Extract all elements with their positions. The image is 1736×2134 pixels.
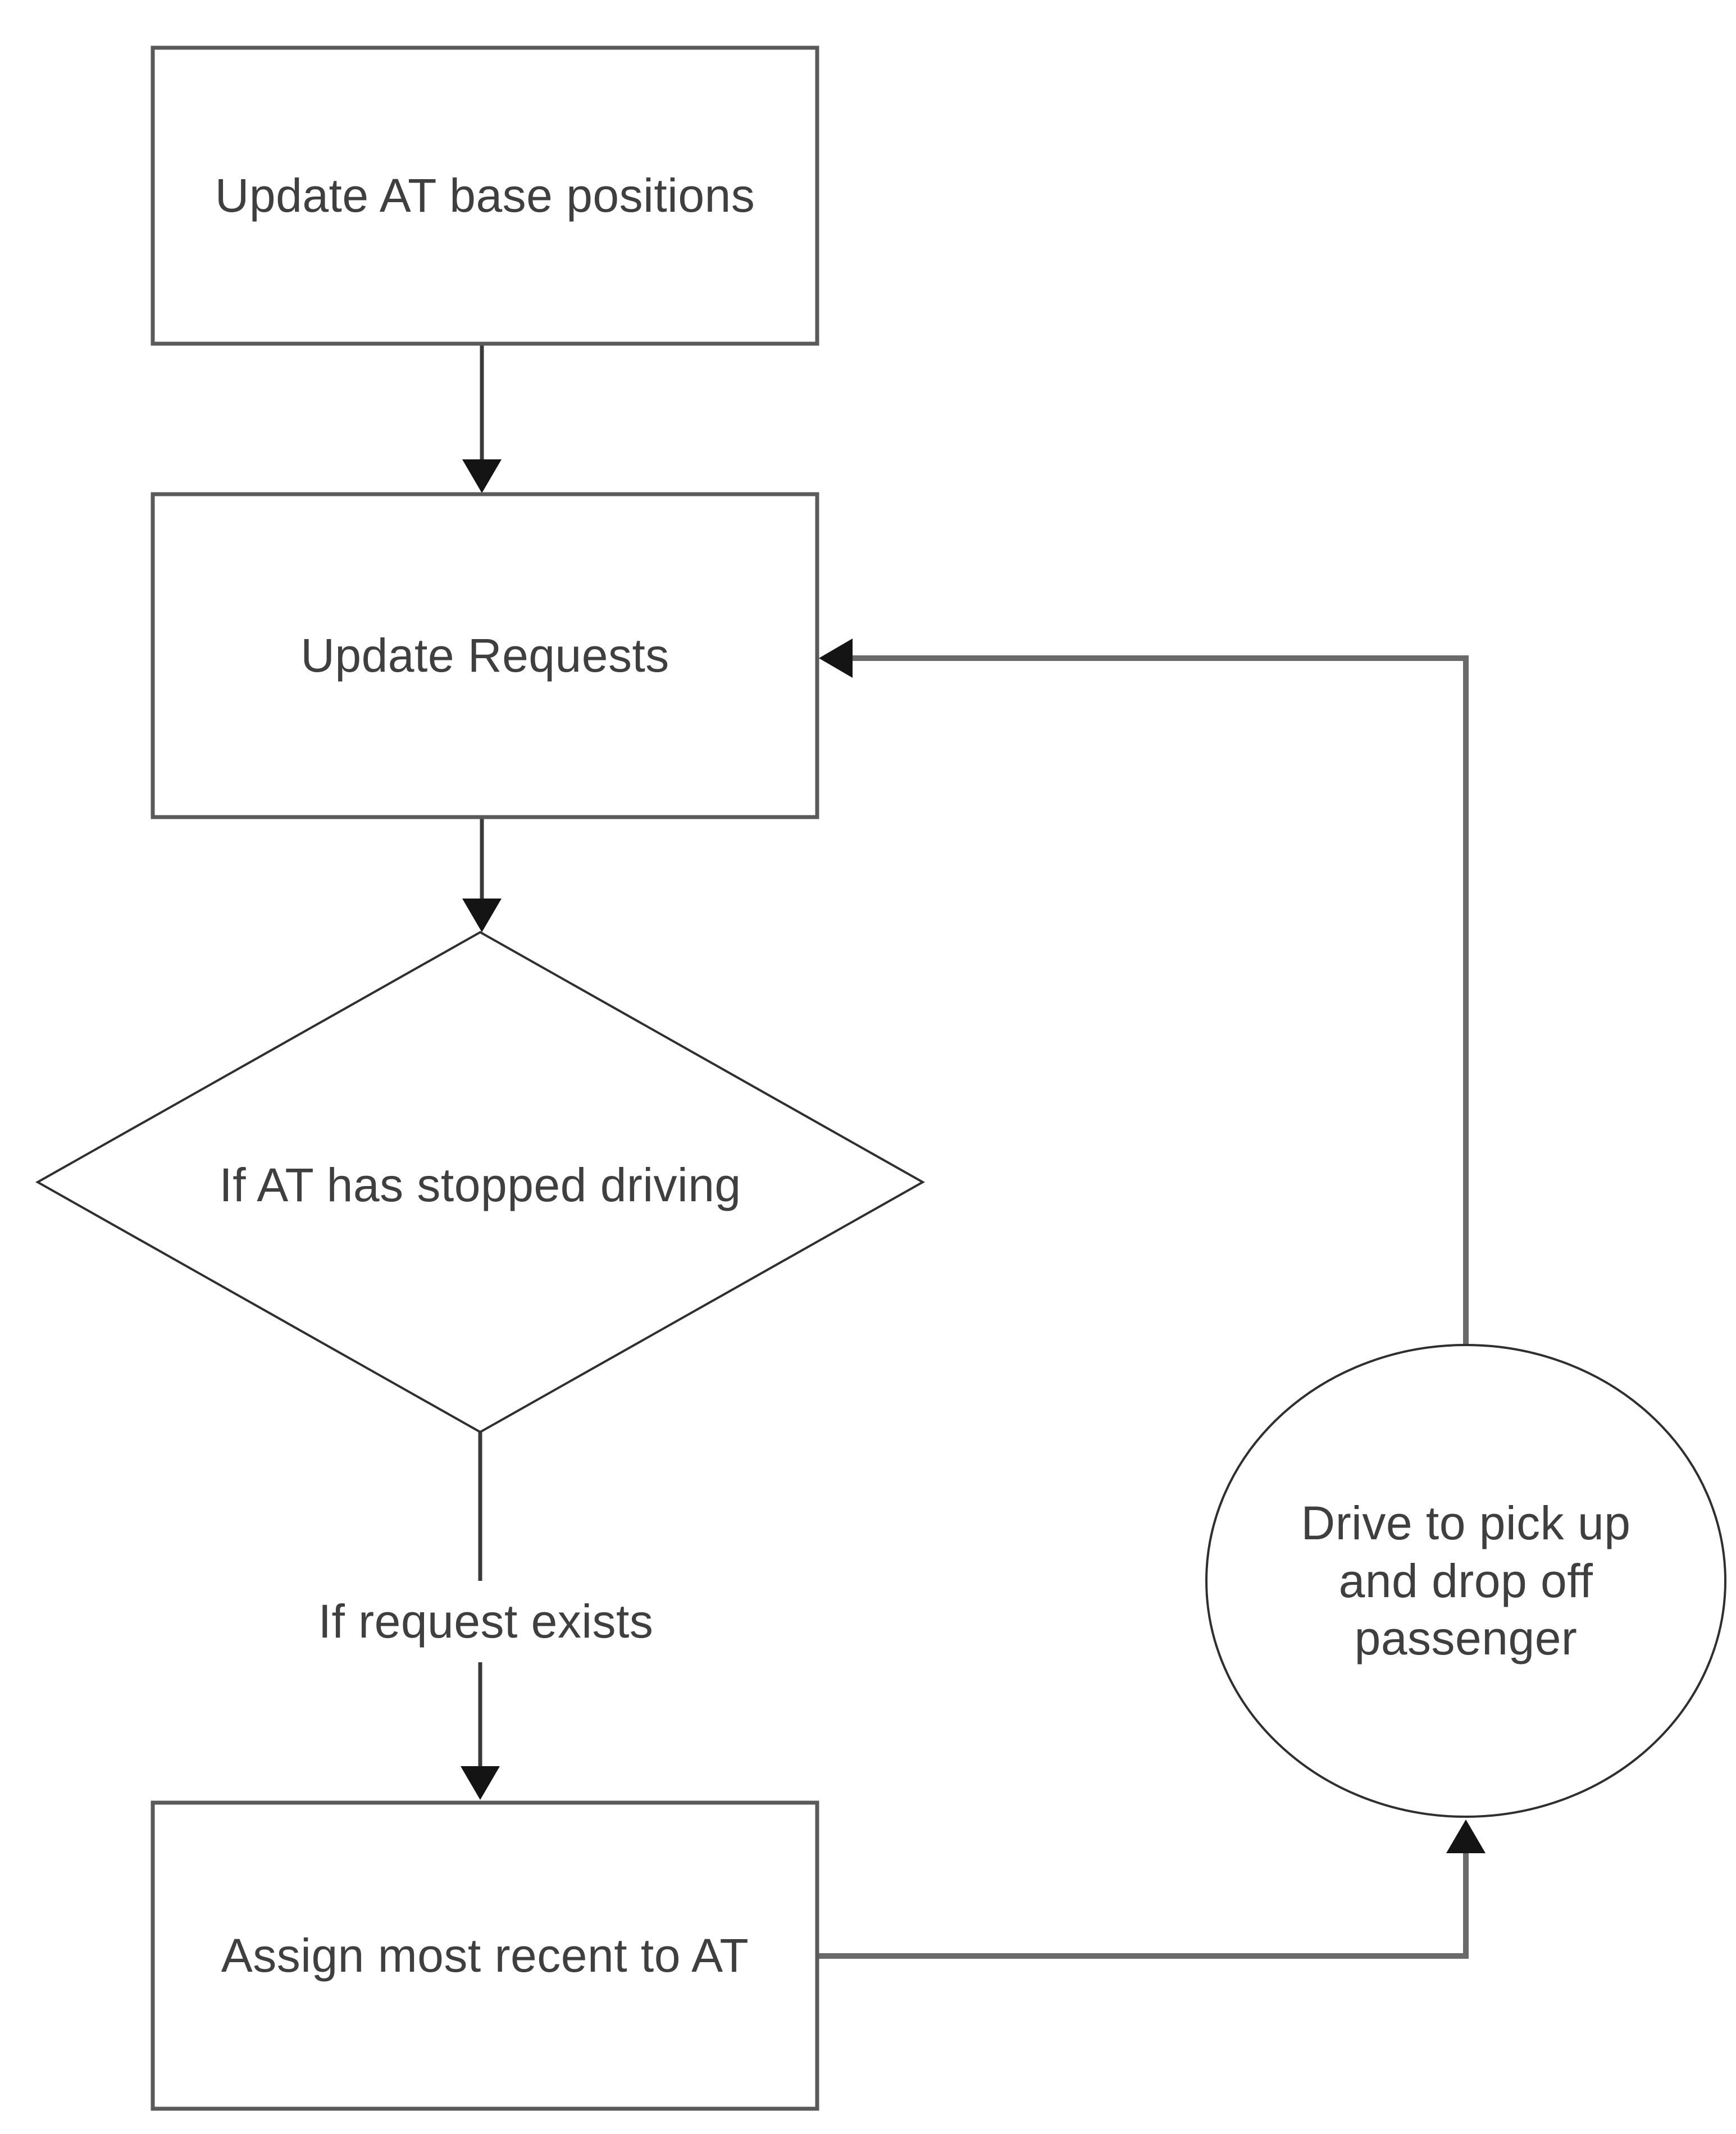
- arrowhead-left-into-update-requests: [819, 639, 853, 678]
- edge-assign-to-drive: [817, 1851, 1469, 1959]
- arrowhead-down-into-update-requests: [462, 459, 502, 493]
- arrowhead-up-into-drive-circle: [1446, 1820, 1486, 1853]
- arrowhead-down-into-decision: [462, 899, 502, 932]
- label-drive-pickup-dropoff: Drive to pick up and drop off passenger: [1301, 1497, 1631, 1665]
- edge-drive-to-update-requests: [850, 655, 1469, 1345]
- label-assign-most-recent: Assign most recent to AT: [221, 1929, 749, 1982]
- decision-diamond-at-stopped-driving: [35, 931, 926, 1434]
- edge-label-if-request-exists: If request exists: [292, 1581, 680, 1662]
- arrowhead-down-into-assign: [461, 1766, 500, 1800]
- label-update-requests: Update Requests: [300, 629, 669, 682]
- process-box-update-at-base: [151, 45, 819, 346]
- process-box-assign-most-recent: [151, 1800, 819, 2111]
- process-box-update-requests: [151, 492, 819, 819]
- label-update-at-base: Update AT base positions: [215, 169, 755, 222]
- label-at-stopped-driving: If AT has stopped driving: [219, 1158, 741, 1211]
- terminal-circle-drive-pickup-dropoff: [1205, 1344, 1726, 1818]
